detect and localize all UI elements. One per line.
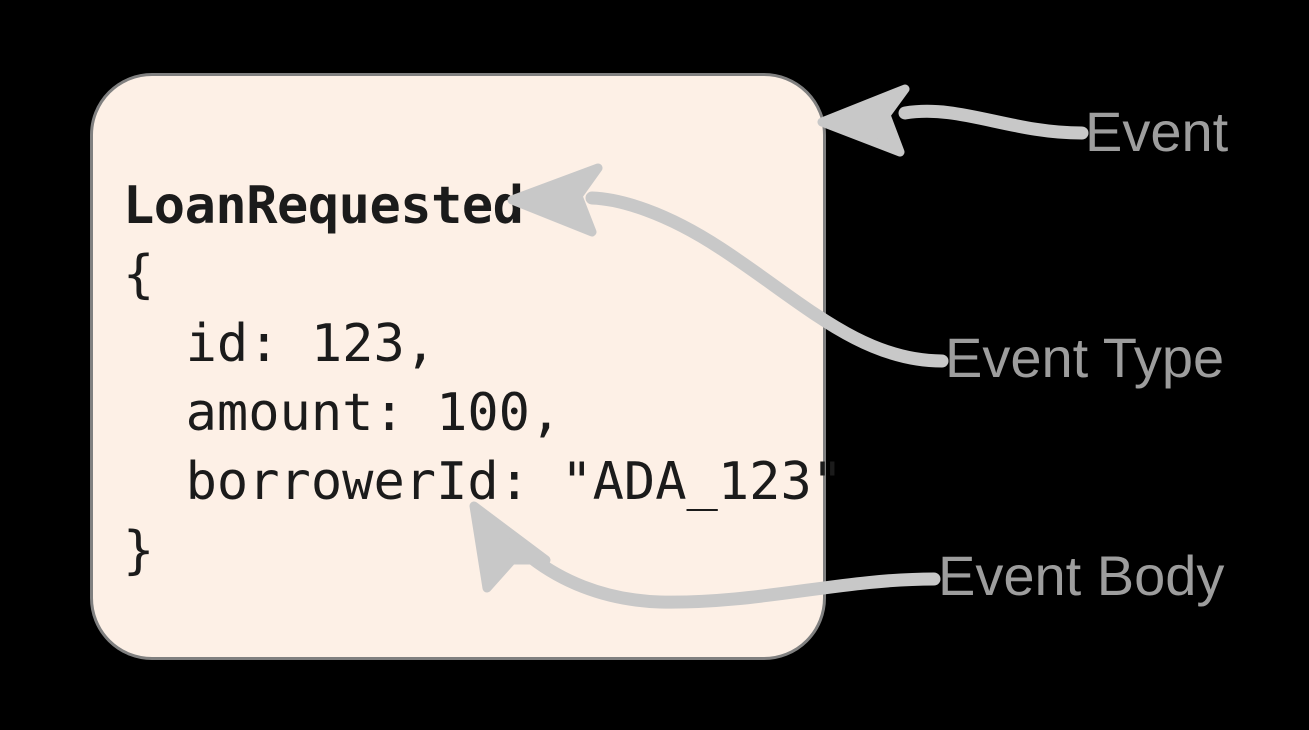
event-body-line-id: id: 123, — [123, 314, 437, 374]
annotation-label-event-type: Event Type — [945, 326, 1225, 389]
event-type-name: LoanRequested — [123, 176, 524, 236]
annotation-label-event: Event — [1085, 100, 1229, 163]
event-code-block: LoanRequested { id: 123, amount: 100, bor… — [123, 172, 843, 586]
event-body-line-close: } — [123, 521, 155, 581]
annotation-label-event-body: Event Body — [938, 544, 1225, 607]
event-body-line-open: { — [123, 245, 155, 305]
event-body-line-borrowerid: borrowerId: "ADA_123" — [123, 452, 844, 512]
event-card: LoanRequested { id: 123, amount: 100, bor… — [90, 73, 843, 660]
event-arrow — [817, 84, 1089, 157]
event-body-line-amount: amount: 100, — [123, 383, 562, 443]
